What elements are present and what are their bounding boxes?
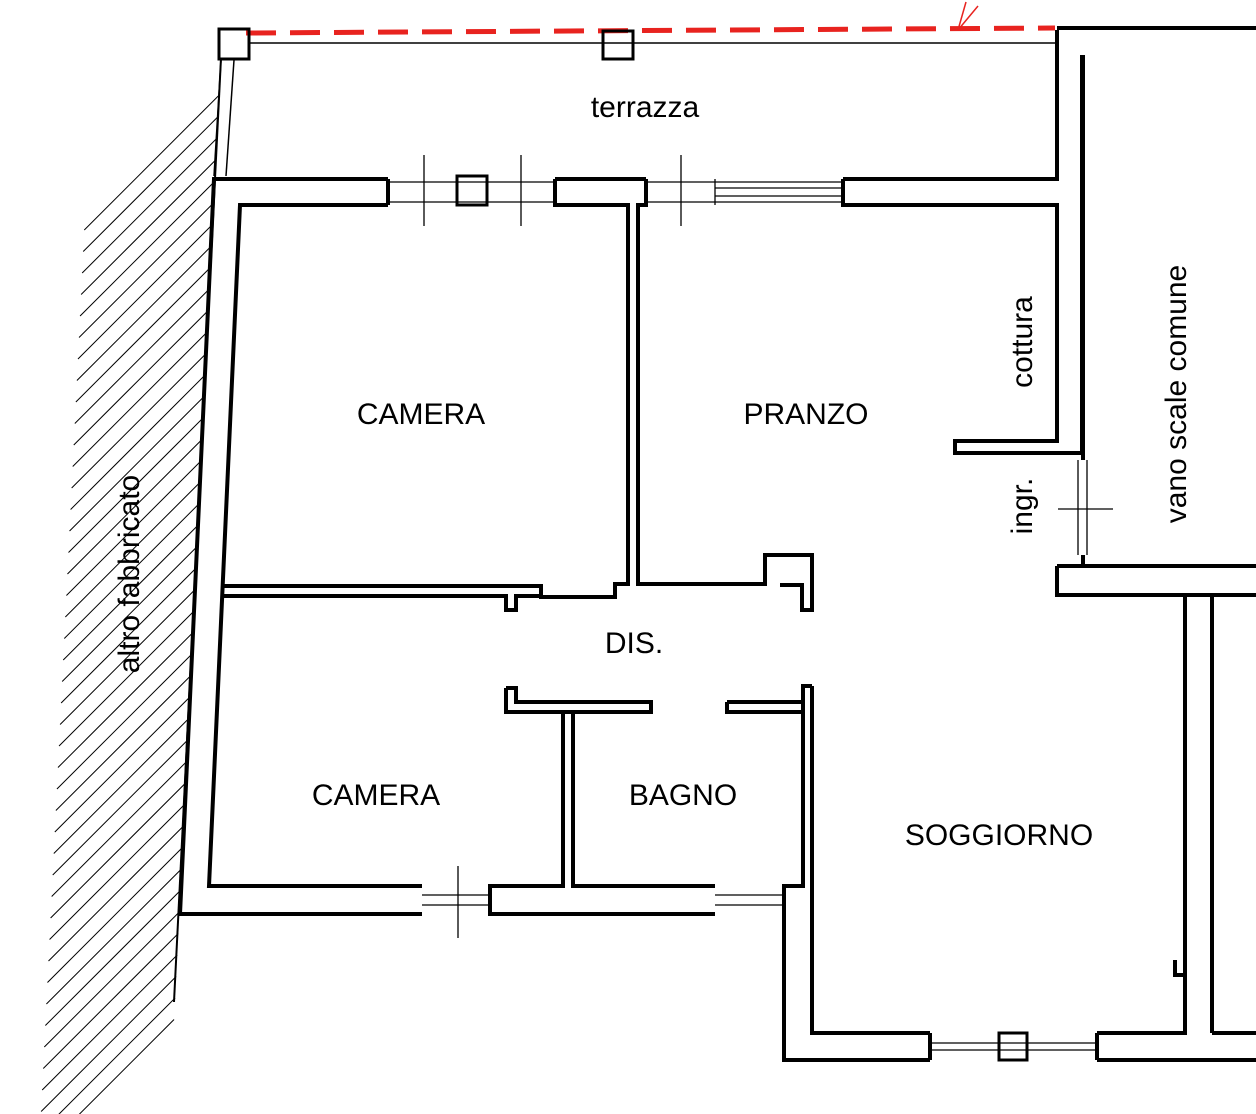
hatch-line [42,933,179,1069]
hatch-line [76,245,213,381]
bedroom-2-label: CAMERA [312,779,440,812]
room-labels: terrazza CAMERA PRANZO cottura vano scal… [113,91,1193,852]
hatch-line [79,180,216,317]
hatch-line [62,524,199,661]
west-wall [177,177,422,916]
hatch-line [48,825,184,962]
bedroom-label: CAMERA [357,398,485,431]
hatch-line [43,911,180,1048]
hatch-line [68,417,204,553]
west-wall-inner [206,203,422,888]
adjacent-building-hatching [40,57,222,1114]
hatch-line [67,438,203,575]
entrance-label: ingr. [1006,478,1039,535]
windows [388,155,1113,1062]
hatch-line [73,309,210,446]
terrace-outline [213,27,1056,177]
hatch-line [69,395,205,532]
hatch-line [50,782,186,919]
hatch-line [52,739,189,876]
kitchenette-label: cottura [1006,296,1039,388]
living-room-label: SOGGIORNO [905,819,1093,852]
hatch-line [45,890,181,1026]
hatch-line [80,159,217,295]
terrace-boundary-line [245,1,1056,36]
hatch-line [66,460,202,596]
north-wall-east [843,30,1059,181]
hatch-line [61,546,198,682]
hatch-line [56,653,193,790]
hatch-line [74,288,211,424]
hatch-line [77,223,214,360]
hatch-line [55,675,192,811]
hatch-line [58,997,176,1114]
hatch-line [78,202,215,338]
hatch-line [70,374,206,510]
hatch-line [81,137,218,274]
walls [177,26,1256,1062]
bathroom-label: BAGNO [629,779,737,812]
hatch-line [64,481,201,618]
hallway-label: DIS. [605,627,663,660]
hatch-line [46,868,182,1005]
stairwell-label: vano scale comune [1160,265,1193,524]
dining-label: PRANZO [743,398,868,431]
hatch-line [41,954,178,1091]
hatch-line [47,847,183,983]
hatch-line [40,976,177,1112]
hatch-line [83,94,220,231]
adjacent-building-label: altro fabbricato [113,475,146,673]
hatch-line [75,266,212,403]
terrace-label: terrazza [591,91,700,124]
hatch-line [51,761,188,897]
hatch-line [54,696,191,833]
hatch-line [49,804,185,940]
hatch-line [53,718,190,854]
hatch-line [57,632,194,768]
hatch-line [58,610,195,747]
hatch-line [60,567,197,704]
hatch-line [63,503,200,639]
hatch-line [59,589,196,725]
hatch-line [72,331,209,467]
hatch-line [78,1019,175,1114]
hatch-line [82,116,219,252]
hatch-line [71,352,208,489]
